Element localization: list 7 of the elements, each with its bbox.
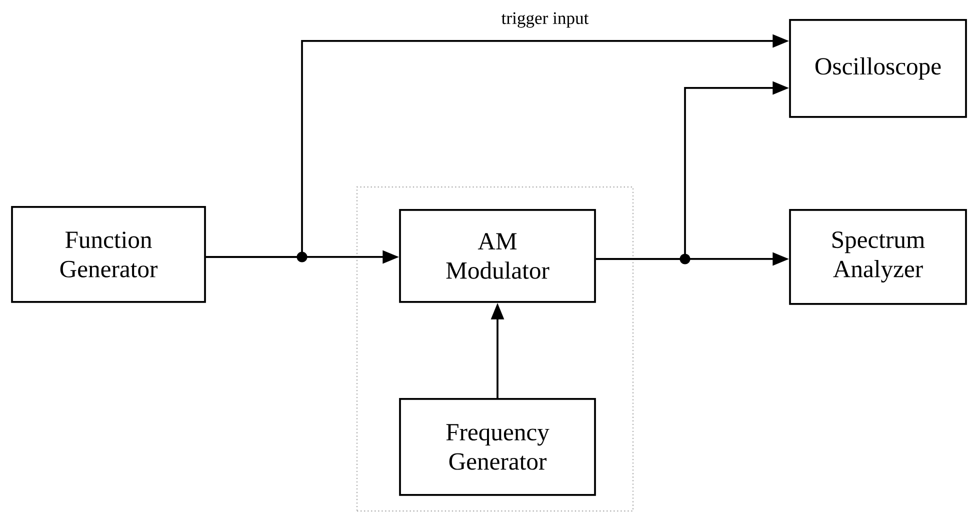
process-box: AM Modulator <box>399 209 596 303</box>
edge-label: trigger input <box>502 12 589 28</box>
process-box: Oscilloscope <box>789 19 967 118</box>
process-box: Function Generator <box>11 206 206 303</box>
group-box <box>356 186 634 512</box>
process-box: Frequency Generator <box>399 398 596 496</box>
process-box: Spectrum Analyzer <box>789 209 967 305</box>
